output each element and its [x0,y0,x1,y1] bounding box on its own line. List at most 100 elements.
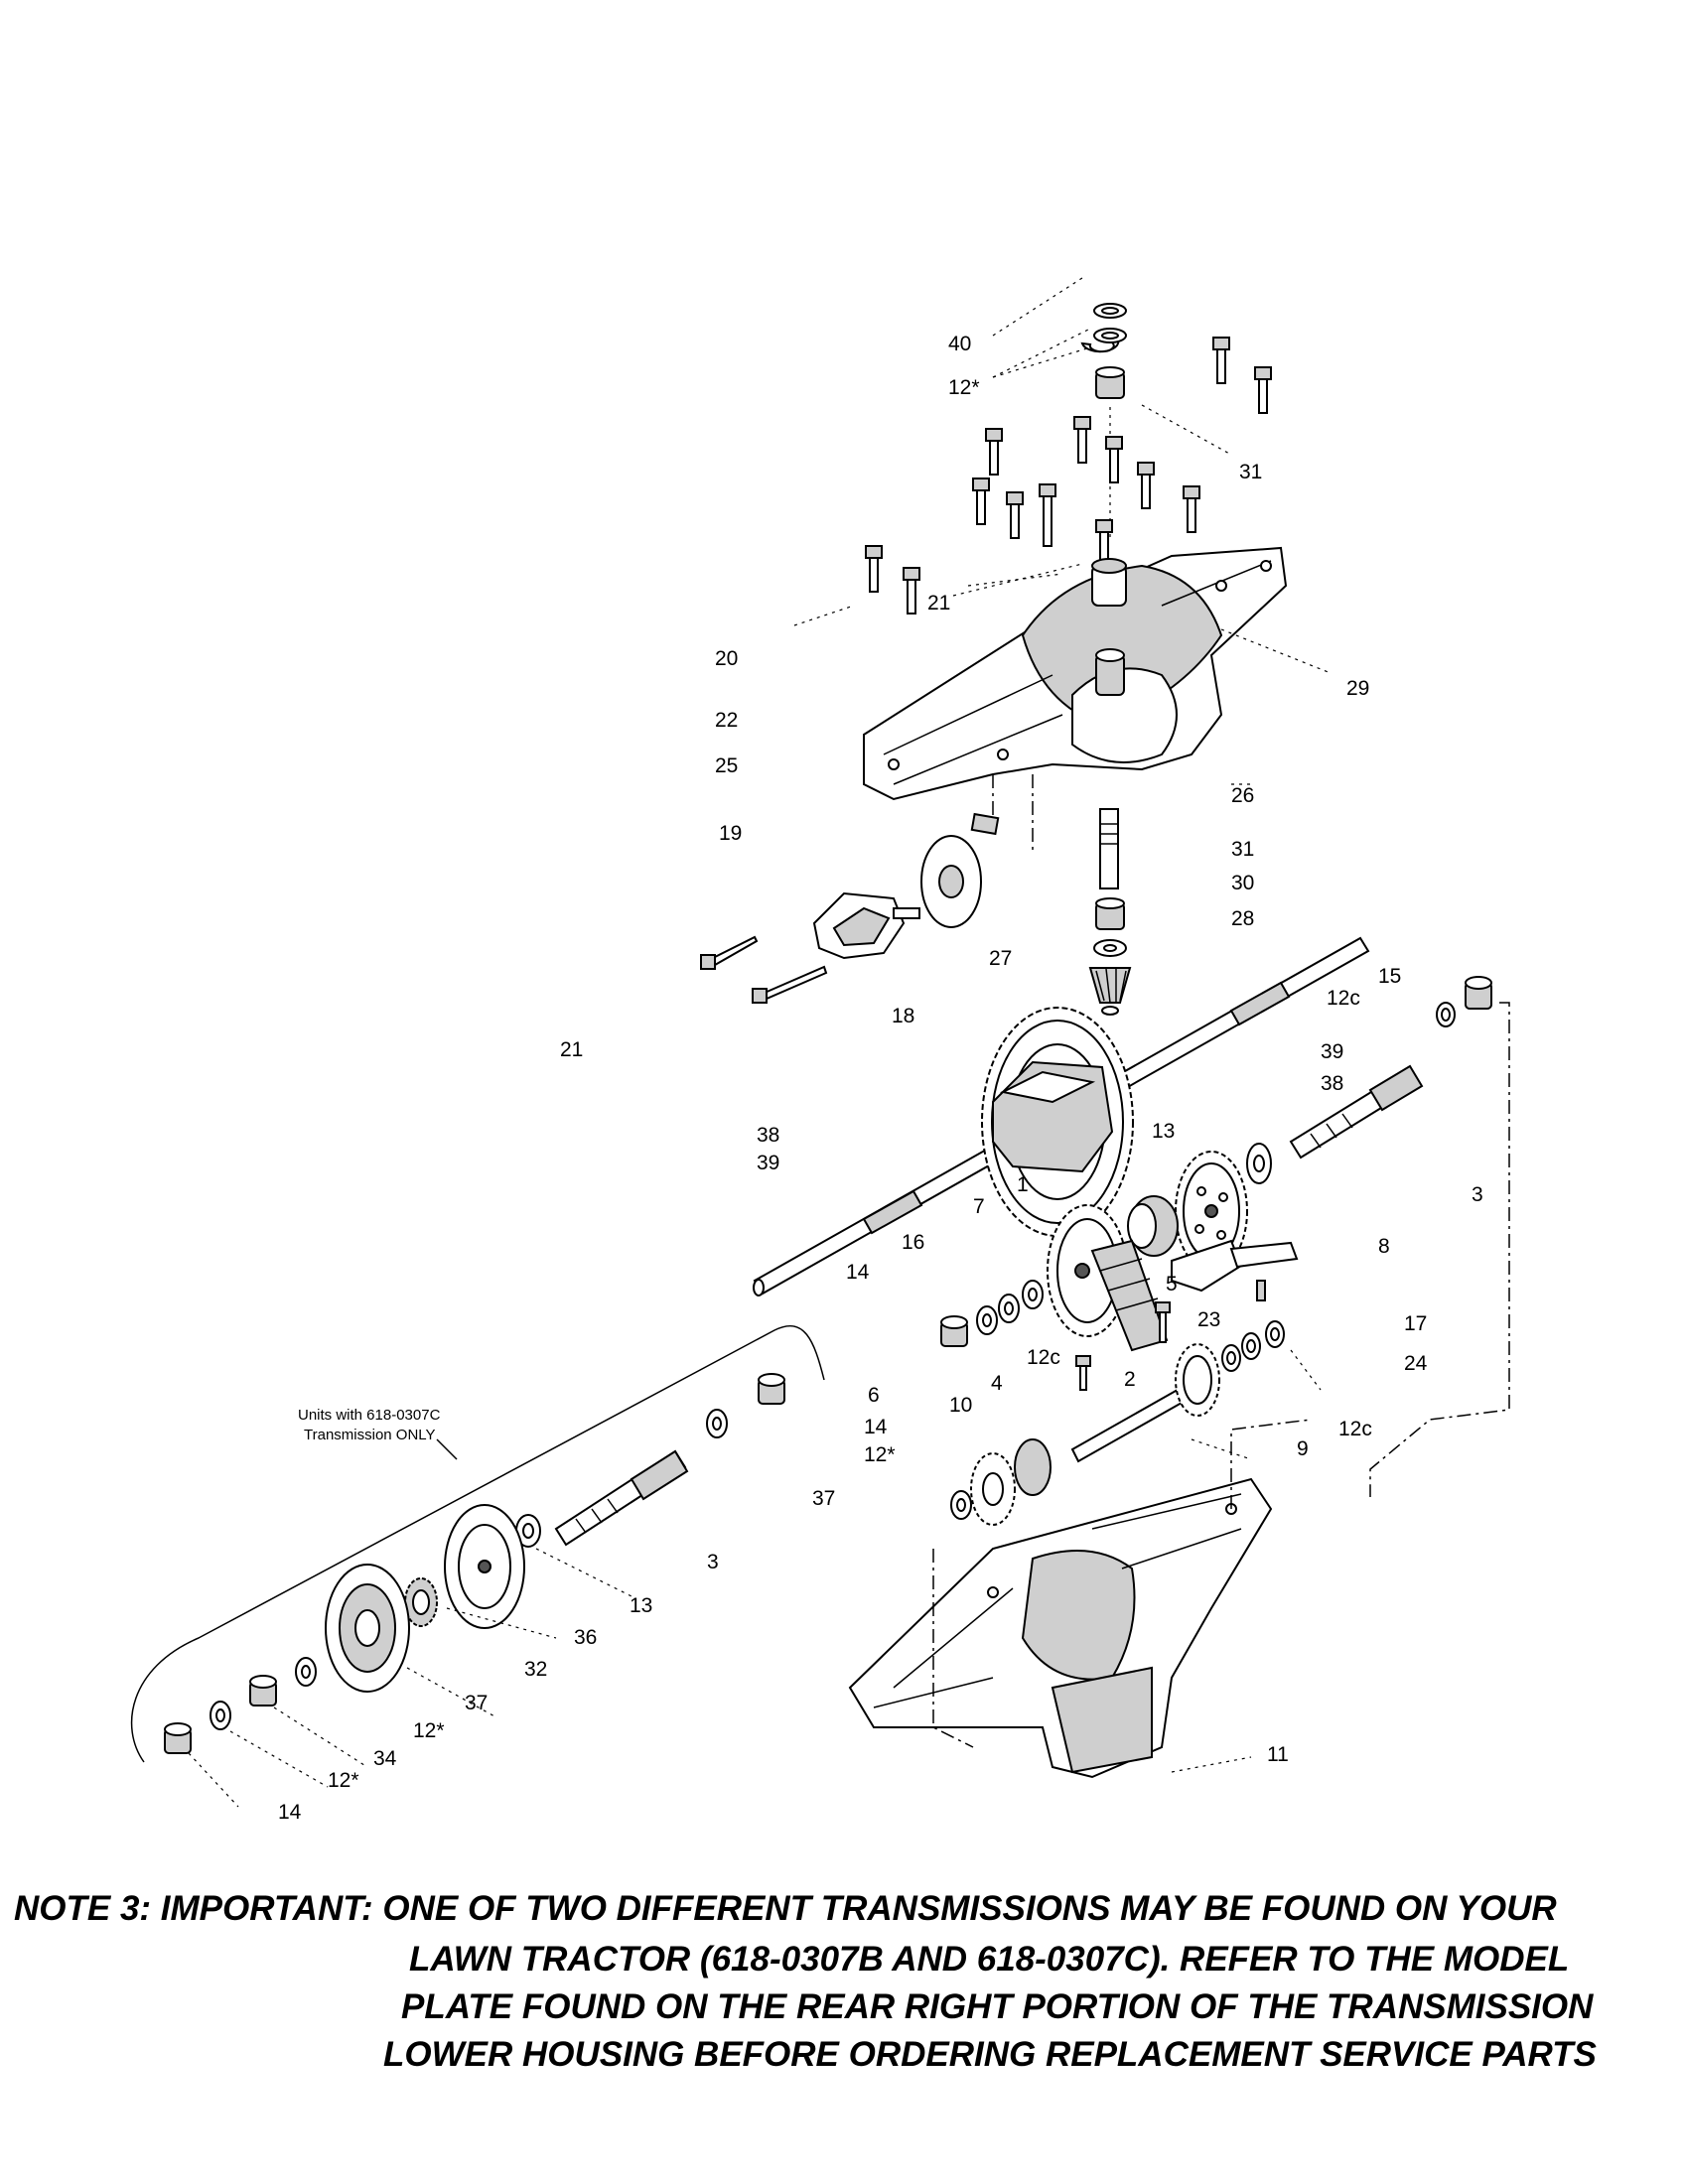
callout-30: 30 [1231,872,1254,894]
callout-12-star: 12* [948,376,980,399]
callout-38: 38 [757,1124,779,1147]
callout-20: 20 [715,647,738,670]
pinion-washer [1093,939,1127,957]
note-line-1: NOTE 3: IMPORTANT: ONE OF TWO DIFFERENT … [14,1889,1557,1928]
inset-washer-mid [515,1514,541,1548]
callout-23: 23 [1197,1308,1220,1331]
callout-4: 4 [991,1372,1003,1395]
callout-32: 32 [524,1658,547,1681]
bevel-pinion [1088,967,1132,1016]
callout-14: 14 [278,1801,302,1824]
shift-fork [1171,1239,1299,1293]
callout-8: 8 [1378,1235,1390,1258]
countershaft [1289,1064,1424,1160]
inset-sprocket [404,1577,438,1627]
lower-housing [848,1477,1273,1779]
callout-14: 14 [864,1416,888,1438]
callout-3: 3 [1472,1183,1483,1206]
callout-28: 28 [1231,907,1254,930]
callout-21: 21 [560,1038,583,1061]
callout-31: 31 [1231,838,1254,861]
spur-gear [1175,1151,1248,1272]
inset-brake-disc [325,1564,410,1693]
callout-5: 5 [1166,1273,1178,1296]
callout-9: 9 [1297,1437,1309,1460]
leader-lines [188,277,1332,1808]
sprocket-cluster [970,1438,1052,1526]
callout-14: 14 [846,1261,870,1284]
callout-12c: 12c [1327,987,1360,1010]
roll-pin [1256,1280,1266,1301]
callout-24: 24 [1404,1352,1428,1375]
inset-flange-bushing [164,1722,192,1754]
callout-12c: 12c [1027,1346,1060,1369]
inset-bushing-low [249,1675,277,1706]
callout-21: 21 [927,592,950,614]
differential-carrier [992,1060,1114,1173]
callout-29: 29 [1346,677,1369,700]
input-shaft [1099,808,1119,889]
chain-sprocket-gear [1047,1204,1128,1337]
inset-caption-line1: Units with 618-0307C [298,1407,441,1424]
callout-18: 18 [892,1005,914,1027]
callout-17: 17 [1404,1312,1427,1335]
note-line-2: LAWN TRACTOR (618-0307B AND 618-0307C). … [409,1940,1570,1979]
callout-25: 25 [715,754,738,777]
inset-countershaft [554,1449,689,1547]
washer-right [1436,1002,1456,1027]
inset-bracket [130,1324,825,1763]
idler-gear-right [1175,1343,1220,1417]
washers-right-group [1221,1320,1285,1372]
callout-40: 40 [948,333,971,355]
callout-13: 13 [1152,1120,1175,1143]
callout-12c: 12c [1338,1418,1372,1440]
washers-left-group [976,1280,1044,1335]
callout-37: 37 [812,1487,835,1510]
key [970,812,1000,836]
brake-caliper [812,891,920,960]
callout-12-star: 12* [328,1769,359,1792]
callout-38: 38 [1321,1072,1343,1095]
callout-22: 22 [715,709,738,732]
callout-11: 11 [1267,1743,1289,1766]
callout-16: 16 [902,1231,924,1254]
inset-caption-line2: Transmission ONLY [304,1427,436,1443]
callout-15: 15 [1378,965,1401,988]
callout-31: 31 [1239,461,1262,483]
inset-bushing-top [758,1373,785,1405]
inset-washer-bottom [210,1701,231,1730]
callout-3: 3 [707,1551,719,1573]
callout-36: 36 [574,1626,597,1649]
callout-37: 37 [465,1692,488,1714]
callout-12-star: 12* [864,1443,896,1466]
caliper-bolts [700,935,828,1004]
flange-bushing-right [1465,976,1492,1010]
callout-labels: 40 12* 31 21 20 29 22 25 26 19 31 30 28 … [278,333,1483,1824]
gear-washer [1246,1143,1272,1184]
callout-13: 13 [630,1594,652,1617]
washer-sprocket [950,1490,972,1520]
inset-gear [444,1504,525,1629]
small-bolt [1075,1355,1091,1391]
callout-34: 34 [373,1747,397,1770]
callout-6: 6 [868,1384,880,1407]
callout-7: 7 [973,1195,985,1218]
shift-collar [1127,1195,1179,1257]
callout-27: 27 [989,947,1012,970]
note-line-3: PLATE FOUND ON THE REAR RIGHT PORTION OF… [401,1987,1594,2026]
callout-26: 26 [1231,784,1254,807]
brake-bolt [1155,1301,1171,1343]
upper-housing [863,546,1288,801]
bushing-left [940,1315,968,1347]
callout-12-star: 12* [413,1719,445,1742]
bolt-set-upper [865,337,1272,614]
note-line-4: LOWER HOUSING BEFORE ORDERING REPLACEMEN… [383,2035,1597,2074]
needle-bearing-top [1095,366,1125,399]
pinion-bearing [1095,897,1125,930]
callout-39: 39 [1321,1040,1343,1063]
callout-1: 1 [1017,1173,1029,1196]
callout-19: 19 [719,822,742,845]
inset-washer-top [706,1409,728,1438]
inset-caption: Units with 618-0307C Transmission ONLY [298,1407,441,1443]
